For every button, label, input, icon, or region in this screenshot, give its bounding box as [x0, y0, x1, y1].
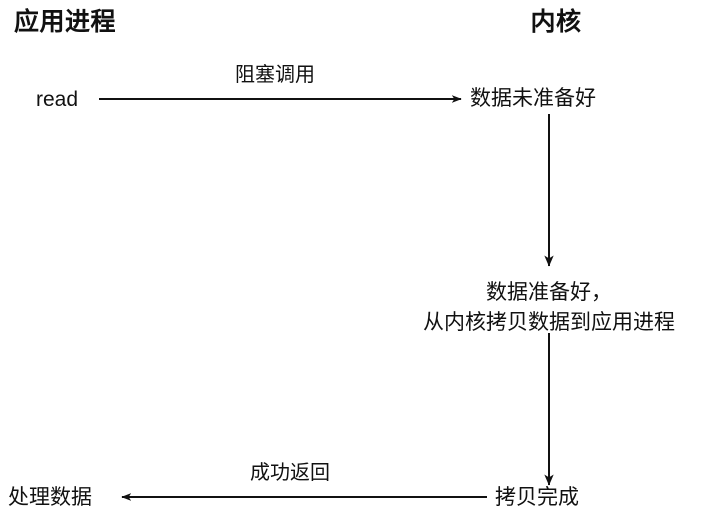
- column-title-application-process: 应用进程: [14, 8, 117, 36]
- edge-label-blocking-call: 阻塞调用: [235, 64, 315, 86]
- node-data-ready-line1: 数据准备好，: [486, 281, 612, 304]
- column-title-kernel: 内核: [530, 8, 582, 36]
- edge-label-success-return: 成功返回: [250, 462, 330, 484]
- node-process-data: 处理数据: [8, 486, 92, 509]
- node-data-ready-line2: 从内核拷贝数据到应用进程: [423, 311, 675, 334]
- node-copy-done: 拷贝完成: [495, 486, 579, 509]
- node-read-call: read: [36, 88, 79, 111]
- node-data-not-ready: 数据未准备好: [470, 87, 596, 110]
